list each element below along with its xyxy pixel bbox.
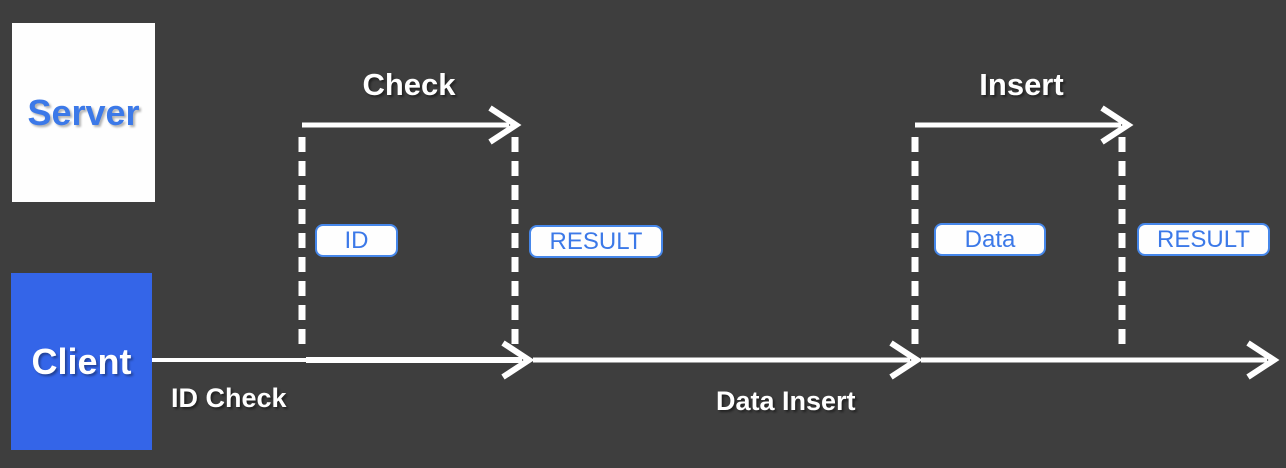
server-label: Server [27, 91, 140, 133]
id-check-arrow [306, 340, 535, 380]
check-result-message-label: RESULT [549, 227, 643, 255]
insert-arrow-head-icon [1100, 105, 1134, 145]
insert-arrow [915, 105, 1134, 145]
data-insert-arrow [533, 340, 923, 380]
phase-title-insert: Insert [979, 67, 1064, 102]
id-check-arrow-head-icon [501, 340, 535, 380]
check-result-message-box: RESULT [529, 225, 663, 258]
check-arrow [302, 105, 522, 145]
phase-title-check: Check [362, 67, 456, 102]
timeline-end-arrow [921, 340, 1280, 380]
id-message-label: ID [344, 226, 369, 254]
server-box: Server [12, 23, 155, 202]
client-label: Client [31, 340, 132, 382]
data-message-box: Data [934, 223, 1046, 256]
flow-label-id-check: ID Check [171, 383, 287, 413]
check-arrow-head-icon [488, 105, 522, 145]
data-message-label: Data [964, 225, 1016, 253]
data-insert-arrow-head-icon [889, 340, 923, 380]
id-message-box: ID [315, 224, 398, 257]
insert-result-message-label: RESULT [1157, 225, 1250, 253]
insert-result-message-box: RESULT [1137, 223, 1270, 256]
client-box: Client [11, 273, 152, 450]
flow-label-data-insert: Data Insert [716, 386, 856, 416]
timeline-end-arrow-head-icon [1246, 340, 1280, 380]
